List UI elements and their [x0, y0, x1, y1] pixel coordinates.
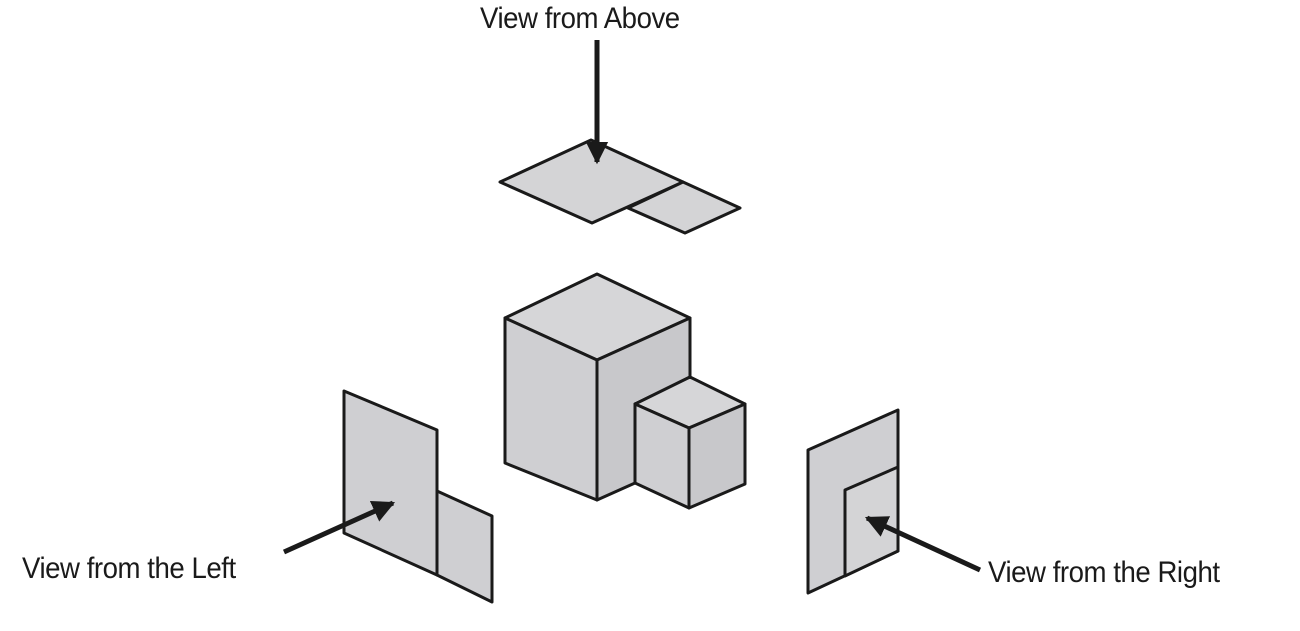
label-view-from-above: View from Above	[480, 2, 680, 35]
arrow-from-right	[864, 515, 982, 573]
right-view-projection	[806, 408, 900, 595]
left-view-projection	[342, 389, 494, 604]
arrows	[282, 40, 982, 573]
label-view-from-right: View from the Right	[988, 556, 1220, 589]
isometric-object	[503, 272, 747, 510]
left-view-large-rect	[342, 389, 439, 577]
top-view-projection	[498, 138, 742, 235]
label-view-from-left: View from the Left	[22, 552, 236, 585]
top-view-small-square	[626, 180, 742, 235]
small-cube-right-face	[687, 402, 747, 510]
left-view-small-rect	[435, 489, 494, 604]
arrow-from-left	[282, 500, 396, 555]
